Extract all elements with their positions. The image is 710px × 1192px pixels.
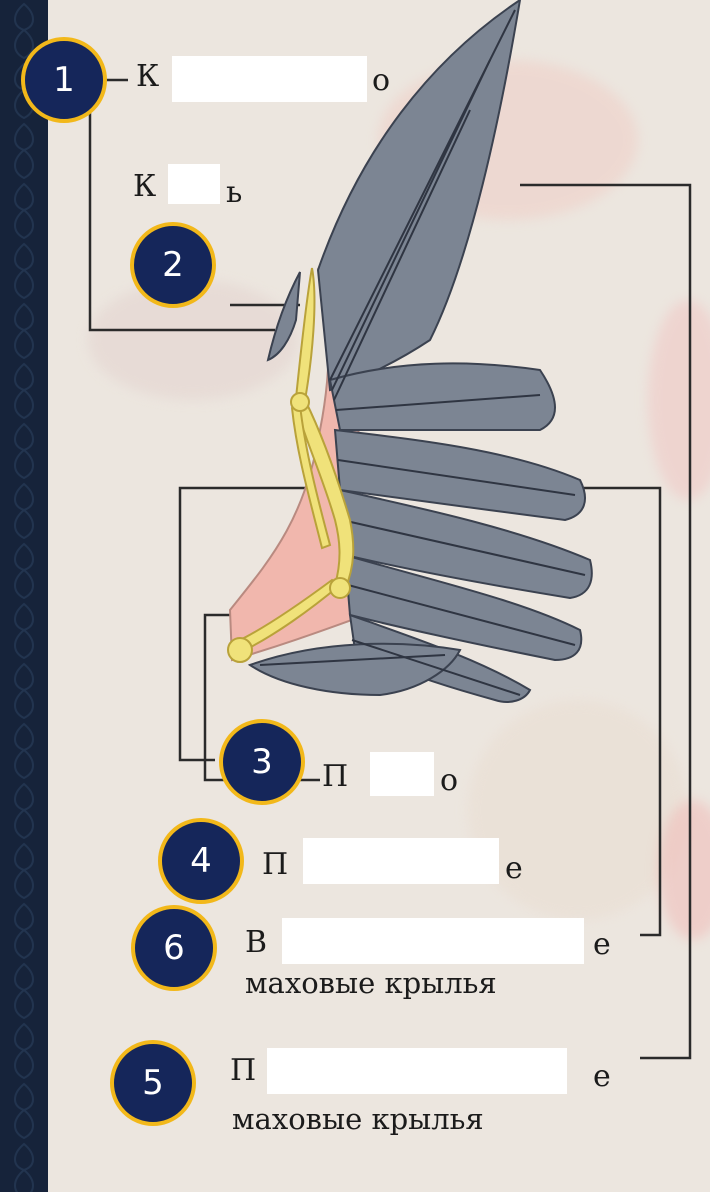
label-3-last-letter: о [440,764,458,798]
label-1-first-letter: К [136,60,159,94]
label-2-first-letter: К [133,170,156,204]
alula [268,272,300,360]
badge-6[interactable]: 6 [131,905,217,991]
answer-blank-2[interactable] [168,164,220,204]
badge-5[interactable]: 5 [110,1040,196,1126]
answer-blank-4[interactable] [303,838,499,884]
answer-blank-5[interactable] [267,1048,567,1094]
label-3-first-letter: П [322,760,348,794]
label-6-last-letter: е [593,928,611,962]
label-4-first-letter: П [262,848,288,882]
answer-blank-1[interactable] [172,56,367,102]
label-1-last-letter: о [372,64,390,98]
answer-blank-3[interactable] [370,752,434,796]
label-6-first-letter: В [245,926,267,960]
badge-2[interactable]: 2 [130,222,216,308]
label-4-last-letter: е [505,852,523,886]
badge-3[interactable]: 3 [219,719,305,805]
label-5-last-letter: е [593,1060,611,1094]
label-6-line2: маховые крылья [245,966,497,1000]
badge-1[interactable]: 1 [21,37,107,123]
badge-4[interactable]: 4 [158,818,244,904]
label-5-line2: маховые крылья [232,1102,484,1136]
answer-blank-6[interactable] [282,918,584,964]
label-2-last-letter: ь [226,176,242,210]
label-5-first-letter: П [230,1054,256,1088]
